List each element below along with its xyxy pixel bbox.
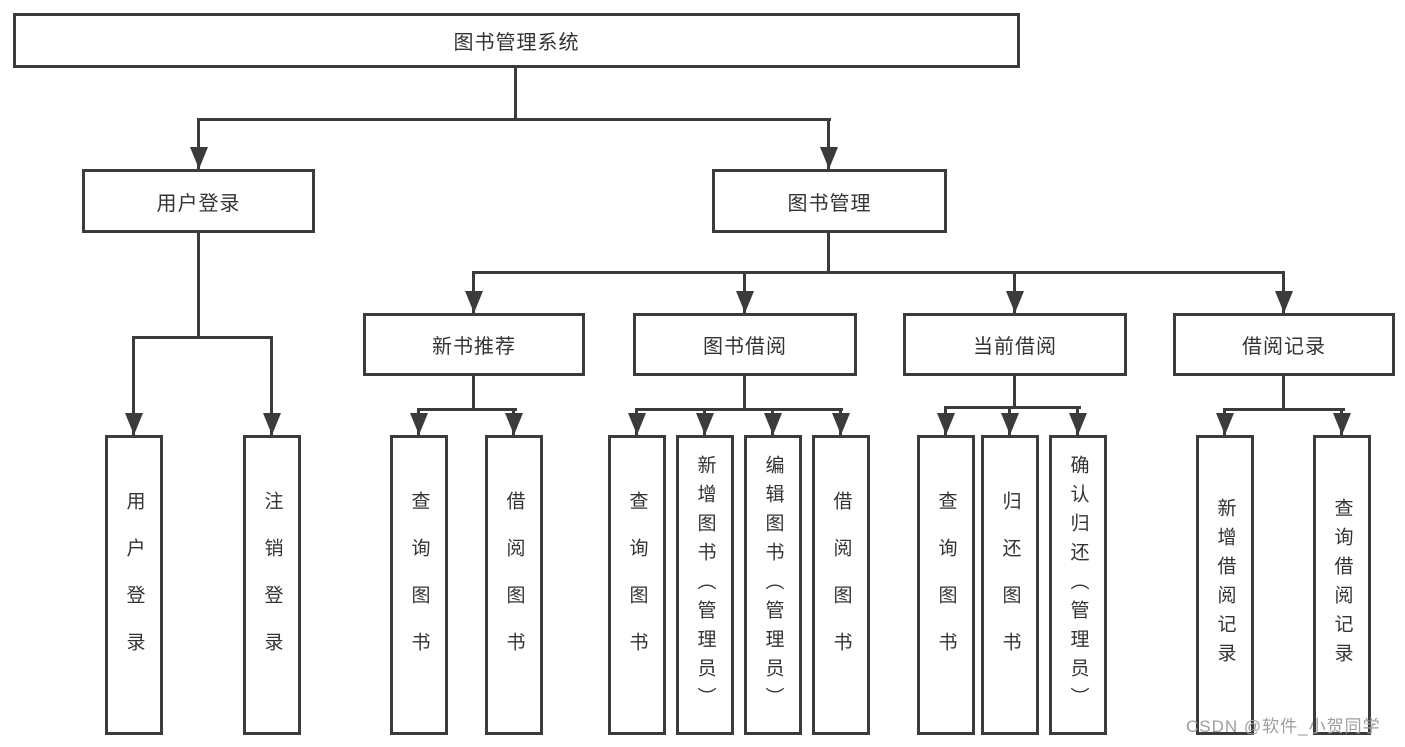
connector-book-borrow-bar [635, 408, 843, 411]
arrowhead-down-icon [1275, 291, 1293, 313]
leaf-label: 借阅图书 [503, 491, 525, 679]
leaf-label: 查询图书 [935, 491, 957, 679]
arrowhead-down-icon [937, 413, 955, 435]
node-new-book-recommend-label: 新书推荐 [432, 336, 516, 358]
node-user-login: 用户登录 [82, 169, 315, 233]
leaf-label: 归还图书 [999, 491, 1021, 679]
connector-user-login-bar [132, 336, 273, 339]
leaf-edit-books-admin: 编辑图书（管理员） [744, 435, 802, 735]
leaf-label: 确认归还（管理员） [1067, 454, 1089, 716]
connector-drop-book-management [827, 118, 830, 169]
connector-book-management-bar [472, 271, 1285, 274]
leaf-label: 注销登录 [261, 491, 283, 679]
connector-new-book-stem [472, 376, 475, 408]
arrowhead-down-icon [736, 291, 754, 313]
leaf-confirm-return-admin: 确认归还（管理员） [1049, 435, 1107, 735]
arrowhead-down-icon [832, 413, 850, 435]
leaf-query-books-borrow: 查询图书 [608, 435, 666, 735]
node-book-borrow: 图书借阅 [633, 313, 857, 376]
arrowhead-down-icon [628, 413, 646, 435]
leaf-add-borrow-record: 新增借阅记录 [1196, 435, 1254, 735]
connector-drop-leaf [270, 336, 273, 435]
arrowhead-down-icon [1333, 413, 1351, 435]
node-borrow-records-label: 借阅记录 [1242, 336, 1326, 358]
arrowhead-down-icon [505, 413, 523, 435]
leaf-label: 新增借阅记录 [1214, 498, 1236, 672]
connector-root-stem [514, 68, 517, 118]
connector-book-management-stem [827, 233, 830, 271]
node-user-login-label: 用户登录 [156, 192, 241, 215]
leaf-label: 查询借阅记录 [1331, 498, 1353, 672]
leaf-user-login: 用户登录 [105, 435, 163, 735]
leaf-label: 借阅图书 [830, 491, 852, 679]
node-current-borrow: 当前借阅 [903, 313, 1127, 376]
arrowhead-down-icon [190, 147, 208, 169]
connector-borrow-records-stem [1282, 376, 1285, 408]
arrowhead-down-icon [1216, 413, 1234, 435]
arrowhead-down-icon [465, 291, 483, 313]
arrowhead-down-icon [696, 413, 714, 435]
leaf-query-books-current: 查询图书 [917, 435, 975, 735]
leaf-add-books-admin: 新增图书（管理员） [676, 435, 734, 735]
leaf-label: 用户登录 [123, 491, 145, 679]
node-borrow-records: 借阅记录 [1173, 313, 1395, 376]
leaf-borrow-books: 借阅图书 [812, 435, 870, 735]
node-current-borrow-label: 当前借阅 [973, 336, 1057, 358]
arrowhead-down-icon [125, 413, 143, 435]
connector-root-bar [197, 118, 831, 121]
arrowhead-down-icon [764, 413, 782, 435]
leaf-return-books: 归还图书 [981, 435, 1039, 735]
leaf-borrow-books-recommend: 借阅图书 [485, 435, 543, 735]
arrowhead-down-icon [1069, 413, 1087, 435]
node-root: 图书管理系统 [13, 13, 1020, 68]
connector-drop-user-login [197, 118, 200, 169]
node-root-label: 图书管理系统 [453, 32, 580, 54]
leaf-label: 查询图书 [626, 491, 648, 679]
leaf-label: 编辑图书（管理员） [762, 454, 784, 716]
arrowhead-down-icon [1001, 413, 1019, 435]
connector-book-borrow-stem [743, 376, 746, 408]
arrowhead-down-icon [820, 147, 838, 169]
connector-current-borrow-stem [1013, 376, 1016, 406]
connector-borrow-records-bar [1223, 408, 1345, 411]
watermark: CSDN @软件_小贺同学 [1186, 717, 1381, 736]
leaf-label: 查询图书 [408, 491, 430, 679]
connector-new-book-bar [417, 408, 517, 411]
connector-user-login-stem [197, 233, 200, 336]
node-book-borrow-label: 图书借阅 [703, 336, 787, 358]
arrowhead-down-icon [263, 413, 281, 435]
connector-current-borrow-bar [944, 406, 1081, 409]
leaf-logout: 注销登录 [243, 435, 301, 735]
connector-drop-leaf [132, 336, 135, 435]
node-book-management: 图书管理 [712, 169, 947, 233]
arrowhead-down-icon [410, 413, 428, 435]
leaf-query-borrow-record: 查询借阅记录 [1313, 435, 1371, 735]
arrowhead-down-icon [1006, 291, 1024, 313]
node-book-management-label: 图书管理 [787, 192, 872, 215]
node-new-book-recommend: 新书推荐 [363, 313, 585, 376]
leaf-query-books-recommend: 查询图书 [390, 435, 448, 735]
leaf-label: 新增图书（管理员） [694, 454, 716, 716]
